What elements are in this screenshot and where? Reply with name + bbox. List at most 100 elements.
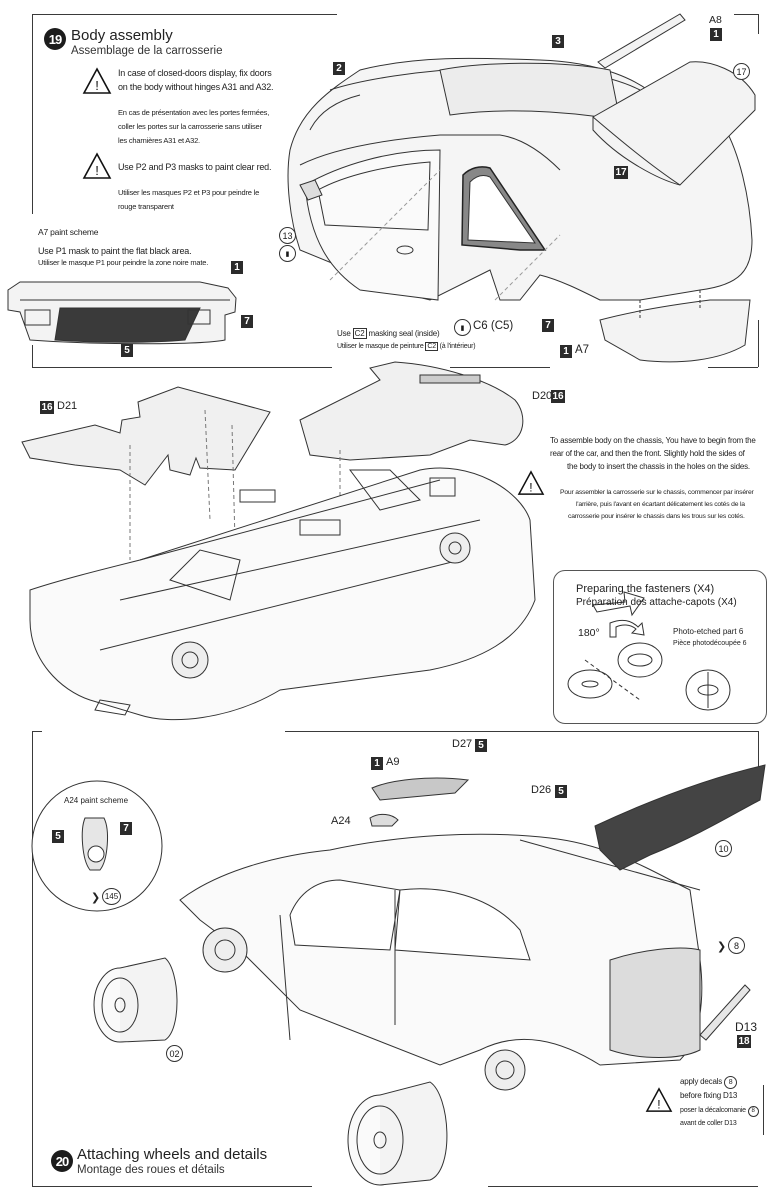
mask-note-fr-prefix: Utiliser le masque de peinture	[337, 343, 424, 350]
decal-number-02: 02	[166, 1045, 183, 1062]
part-label-a8: A8	[709, 14, 722, 26]
step19-subtitle: Assemblage de la carrosserie	[71, 45, 223, 57]
decal-number-8: 8	[724, 1076, 738, 1089]
decal-number-8: 8	[728, 937, 745, 954]
step20-frame-bottom-right	[488, 1186, 758, 1187]
chassis-instruction-fr-3: carrosserie pour insérer le chassis dans…	[568, 513, 745, 520]
mask-note-fr: Utiliser le masque de peinture C2 (à l'i…	[337, 340, 476, 354]
chassis-instruction-fr-1: Pour assembler la carrosserie sur le cha…	[560, 489, 754, 496]
part-label-a7: A7	[575, 344, 590, 356]
warning2-fr-line1: Utiliser les masques P2 et P3 pour peind…	[118, 188, 260, 197]
step19-number-badge: 19	[44, 28, 66, 50]
decal-note-en-text: apply decals	[680, 1077, 723, 1086]
decal-note-fr-text: poser la décalcomanie	[680, 1107, 746, 1114]
mask-note-en: Use C2 masking seal (inside)	[337, 327, 440, 341]
part-label-c6-c5: C6 (C5)	[473, 320, 514, 332]
clear-part-icon: ▮	[454, 319, 471, 336]
rotate-arrow-icon	[609, 619, 645, 638]
fasteners-panel	[553, 570, 767, 724]
svg-text:!: !	[529, 480, 532, 494]
warning1-en-line2: on the body without hinges A31 and A32.	[118, 82, 274, 92]
part-label-a24: A24	[331, 815, 351, 827]
color-chip-d21: 16	[40, 401, 54, 414]
decal-note-fr-1: poser la décalcomanie 8	[680, 1104, 759, 1118]
color-chip-1: 1	[231, 261, 243, 274]
mask-note-fr-suffix: (à l'intérieur)	[439, 343, 476, 350]
mask-note-prefix: Use	[337, 329, 351, 338]
photo-etched-part-en: Photo-etched part 6	[673, 627, 744, 636]
chassis-instruction-en-2: rear of the car, and then the front. Sli…	[550, 449, 745, 458]
chassis-underside-illustration	[29, 467, 536, 721]
photo-etched-part-fr: Pièce photodécoupée 6	[673, 640, 747, 647]
fastener-illustration	[567, 591, 731, 711]
fasteners-title: Preparing the fasteners (X4)	[576, 583, 715, 595]
warning1-fr-line2: coller les portes sur la carrosserie san…	[118, 122, 262, 131]
a7-paint-scheme-title: A7 paint scheme	[38, 227, 99, 237]
part-label-d20: D20	[532, 390, 553, 402]
a24-paint-scheme-illustration	[31, 780, 163, 912]
color-chip-roof: 3	[552, 35, 564, 48]
step20-frame-bottom-left	[32, 1186, 312, 1187]
rotation-label: 180°	[578, 627, 600, 639]
fasteners-subtitle: Préparation des attache-capots (X4)	[576, 597, 737, 608]
color-chip-pillar-17: 17	[614, 166, 628, 179]
car-body-top-illustration	[287, 13, 756, 363]
mask-code: C2	[352, 328, 367, 339]
d20-floor-plate-illustration	[299, 361, 524, 540]
a7-paint-scheme-en: Use P1 mask to paint the flat black area…	[38, 246, 192, 256]
a7-paint-scheme-illustration	[7, 281, 237, 345]
svg-text:!: !	[95, 78, 99, 93]
step20-frame-top-right	[370, 731, 758, 732]
decal-note-en-1: apply decals 8	[680, 1075, 738, 1089]
decal-number-145: 145	[102, 888, 121, 905]
part-label-d21: D21	[57, 400, 78, 412]
decal-number-10: 10	[715, 840, 732, 857]
mask-note-suffix: masking seal (inside)	[368, 329, 440, 338]
color-chip-a7: 1	[560, 345, 572, 358]
warning1-fr-line1: En cas de présentation avec les portes f…	[118, 108, 270, 117]
a7-paint-scheme-fr: Utiliser le masque P1 pour peindre la zo…	[38, 258, 209, 267]
decal-note-en-2: before fixing D13	[680, 1091, 738, 1100]
step20-frame-right	[758, 731, 759, 773]
wheel-rear-illustration	[347, 1081, 448, 1186]
step19-frame-right-low	[758, 320, 759, 367]
step19-frame-left-low	[32, 345, 33, 367]
decal-icon: ❯	[717, 941, 727, 953]
svg-text:!: !	[95, 163, 99, 178]
chassis-instruction-fr-2: l'arrière, puis l'avant en écartant déli…	[576, 501, 745, 508]
warning2-en: Use P2 and P3 masks to paint clear red.	[118, 162, 272, 172]
warning-icon: !	[82, 152, 112, 179]
color-chip-body-7: 7	[542, 319, 554, 332]
part-label-d13: D13	[735, 1020, 758, 1034]
decal-icon: ❯	[91, 892, 101, 904]
step19-frame-bottom-right	[708, 367, 758, 368]
step20-subtitle: Montage des roues et détails	[77, 1164, 225, 1176]
decal-number-13: 13	[279, 227, 296, 244]
warning2-fr-line2: rouge transparent	[118, 202, 174, 211]
step20-frame-top-mid	[285, 731, 375, 732]
color-chip-a8: 1	[710, 28, 722, 41]
color-chip-a9: 1	[371, 757, 383, 770]
a24-paint-scheme-title: A24 paint scheme	[64, 796, 129, 805]
step19-frame-top	[32, 14, 337, 15]
warning-icon: !	[517, 470, 545, 495]
wheel-front-illustration	[93, 957, 178, 1043]
color-chip-7: 7	[241, 315, 253, 328]
warning-icon: !	[82, 67, 112, 94]
step19-frame-bottom-left	[32, 367, 332, 368]
mask-code: C2	[425, 342, 438, 351]
color-chip-d27: 5	[475, 739, 487, 752]
step19-frame-right	[758, 14, 759, 34]
decal-number-8: 8	[747, 1106, 759, 1117]
step20-frame-top-left	[32, 731, 42, 732]
warning1-fr-line3: les charnières A31 et A32.	[118, 136, 200, 145]
step19-frame-left	[32, 14, 33, 214]
color-chip-a24-7: 7	[120, 822, 132, 835]
step19-title: Body assembly	[71, 27, 173, 44]
color-chip-d13: 18	[737, 1035, 751, 1048]
decal-number-17: 17	[733, 63, 750, 80]
chassis-instruction-en-1: To assemble body on the chassis, You hav…	[550, 436, 756, 445]
step19-frame-bottom-mid	[450, 367, 550, 368]
part-label-d26: D26	[531, 784, 552, 796]
